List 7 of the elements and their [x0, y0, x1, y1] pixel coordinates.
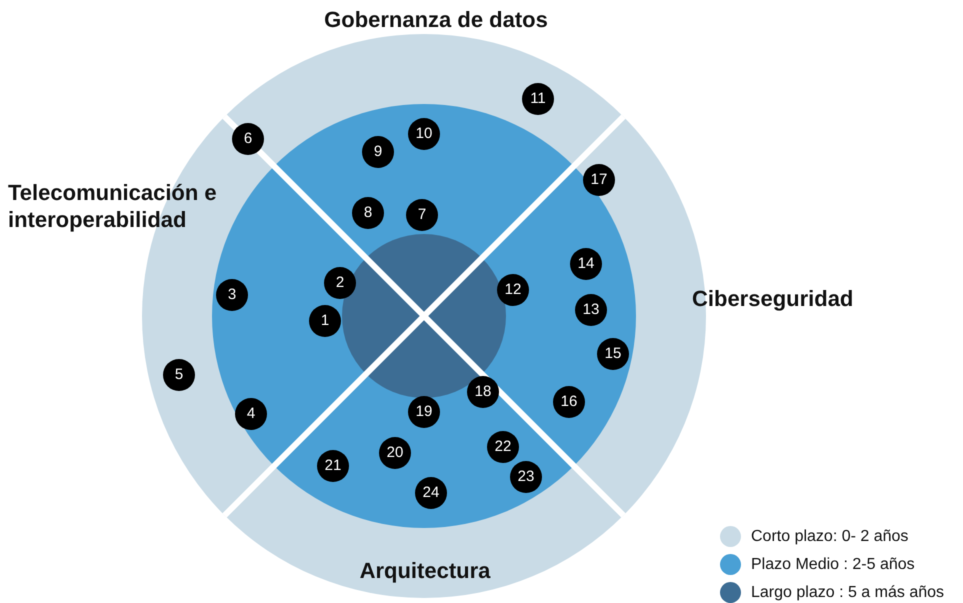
legend-text: Plazo Medio : 2-5 años — [751, 556, 915, 574]
quadrant-title: Gobernanza de datos — [324, 6, 548, 33]
quadrant-title: Ciberseguridad — [692, 285, 854, 312]
legend-text: Corto plazo: 0- 2 años — [751, 528, 908, 546]
quadrant-title: Telecomunicación e interoperabilidad — [8, 179, 218, 233]
legend-text: Largo plazo : 5 a más años — [751, 584, 944, 602]
quadrant-title: Arquitectura — [360, 557, 490, 584]
